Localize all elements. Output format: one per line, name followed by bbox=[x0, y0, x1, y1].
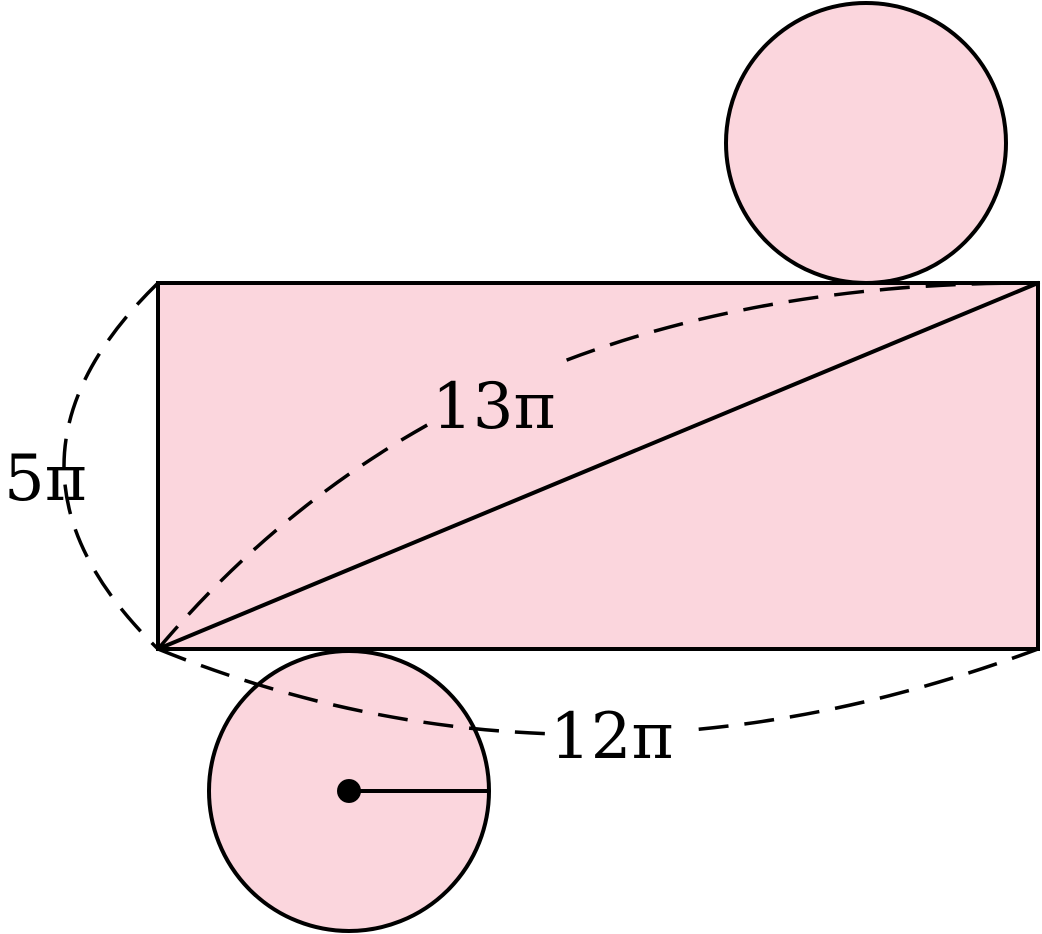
top-circle bbox=[724, 1, 1008, 285]
height-dimension-arc bbox=[62, 281, 160, 651]
width-label: 12π bbox=[550, 700, 674, 774]
center-dot bbox=[337, 779, 361, 803]
diagonal-label: 13π bbox=[432, 370, 556, 444]
diagonal-line bbox=[156, 281, 1040, 651]
height-label: 5π bbox=[4, 442, 87, 516]
diagonal-label-bg bbox=[428, 362, 566, 440]
width-label-bg bbox=[546, 692, 684, 770]
